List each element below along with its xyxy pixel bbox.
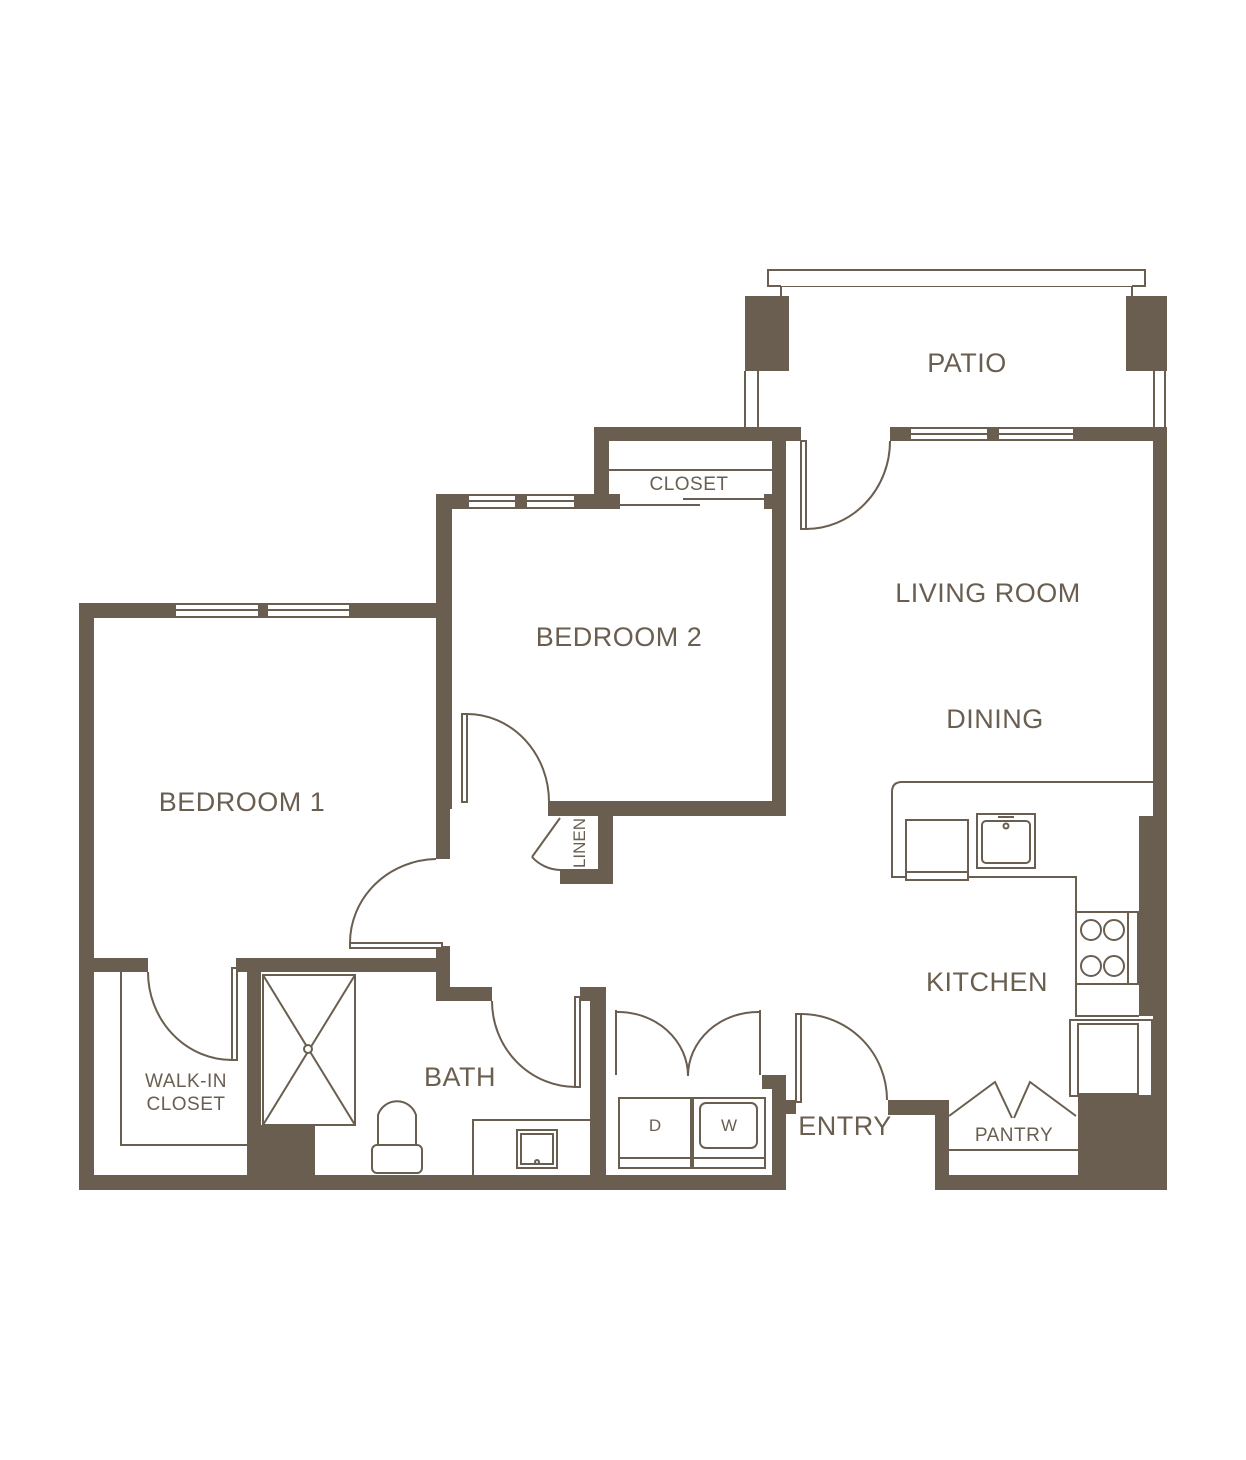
room-labels: PATIO CLOSET LIVING ROOM DINING BEDROOM …	[145, 348, 1081, 1146]
windows	[174, 427, 1075, 618]
label-bath: BATH	[424, 1062, 496, 1092]
stove	[1075, 911, 1139, 985]
label-closet: CLOSET	[649, 474, 728, 495]
patio-door[interactable]	[800, 440, 807, 530]
label-patio: PATIO	[927, 348, 1007, 378]
label-bedroom1: BEDROOM 1	[159, 787, 326, 817]
toilet	[371, 1100, 423, 1174]
label-pantry: PANTRY	[975, 1125, 1053, 1146]
bath-sink	[516, 1129, 558, 1169]
bath-fixtures	[262, 974, 590, 1175]
label-walkin-line2: CLOSET	[146, 1094, 225, 1115]
label-kitchen: KITCHEN	[926, 967, 1048, 997]
bedroom1-door[interactable]	[349, 942, 443, 949]
walkin-closet-shelf	[120, 972, 247, 1146]
label-bedroom2: BEDROOM 2	[536, 622, 703, 652]
refrigerator	[1069, 1019, 1153, 1097]
patio-column-left	[745, 296, 789, 371]
closet-top	[609, 469, 772, 506]
kitchen-sink	[976, 813, 1036, 869]
label-living-room: LIVING ROOM	[895, 578, 1081, 608]
washer-label: W	[721, 1116, 737, 1135]
laundry-door-left[interactable]	[615, 1010, 689, 1077]
doors	[147, 440, 1077, 1119]
label-entry: ENTRY	[798, 1111, 892, 1141]
pantry-door-left[interactable]	[948, 1080, 1013, 1119]
bath-door[interactable]	[574, 996, 581, 1088]
bedroom2-door[interactable]	[461, 713, 468, 803]
label-walkin-line1: WALK-IN	[145, 1071, 227, 1092]
walls	[79, 427, 1167, 1190]
pantry-door-right[interactable]	[1013, 1080, 1077, 1119]
dryer-label: D	[649, 1116, 661, 1135]
laundry-door-right[interactable]	[687, 1010, 761, 1077]
label-dining: DINING	[946, 704, 1044, 734]
dishwasher	[905, 819, 969, 881]
walkin-closet-door[interactable]	[231, 967, 238, 1061]
patio-area	[744, 269, 1167, 428]
dryer: D	[618, 1097, 692, 1169]
kitchen-counter	[891, 781, 1153, 1017]
laundry: D W	[618, 1097, 766, 1169]
washer: W	[692, 1097, 766, 1169]
patio-column-right	[1126, 296, 1167, 371]
label-linen: LINEN	[570, 818, 589, 868]
entry-door[interactable]	[795, 1013, 802, 1103]
kitchen-fixtures	[891, 781, 1153, 1151]
